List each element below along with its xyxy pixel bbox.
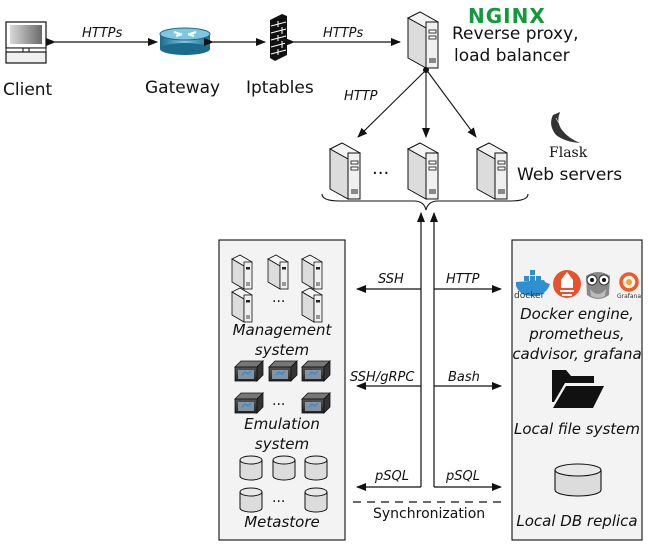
edge-label-http: HTTP (446, 272, 480, 287)
computer-icon (5, 21, 47, 64)
edge-label-synchronization: Synchronization (373, 506, 486, 522)
edge-label-ssh-grpc: SSH/gRPC (350, 370, 415, 385)
edge-label-https-2: HTTPs (323, 26, 364, 41)
metastore-ellipsis: ... (272, 490, 286, 506)
edge-label-https-1: HTTPs (82, 26, 123, 41)
local-fs-label: Local file system (514, 420, 640, 438)
emulation-ellipsis: ... (272, 393, 286, 409)
nginx-logo: NGINX (468, 4, 546, 28)
management-ellipsis: ... (272, 290, 286, 306)
cadvisor-icon (586, 272, 610, 299)
web-server-icon (476, 142, 508, 200)
proxy-server-icon (407, 11, 439, 69)
client-label: Client (3, 80, 53, 100)
management-label-line2: system (254, 341, 310, 359)
docker-logo-text: docker (514, 291, 545, 301)
local-db-label: Local DB replica (516, 512, 638, 530)
edge-label-http-web: HTTP (344, 89, 378, 104)
edge-label-bash: Bash (448, 370, 480, 385)
tools-label-line1: Docker engine, (520, 305, 634, 323)
tools-label-line2: prometheus, (529, 325, 625, 343)
grafana-icon (619, 272, 639, 292)
brace (321, 193, 529, 211)
emulation-label-line1: Emulation (244, 415, 320, 433)
web-servers-label: Web servers (517, 165, 623, 185)
iptables-label: Iptables (246, 78, 314, 98)
emulation-label-line2: system (254, 435, 310, 453)
flask-icon (551, 112, 580, 143)
tools-label-line3: cadvisor, grafana (512, 345, 642, 363)
firewall-icon (270, 14, 287, 61)
management-label-line1: Management (232, 321, 332, 339)
web-server-icon (407, 142, 439, 200)
proxy-web-arrows (357, 71, 477, 138)
edge-label-ssh: SSH (378, 272, 404, 287)
web-servers-ellipsis: ... (372, 158, 390, 179)
prometheus-icon (553, 270, 581, 298)
database-icon (554, 463, 602, 497)
proxy-label-line1: Reverse proxy, (452, 24, 579, 44)
grafana-logo-text: Grafana (617, 293, 642, 300)
docker-icon (516, 270, 550, 296)
metastore-label: Metastore (244, 513, 320, 531)
gateway-label: Gateway (145, 78, 221, 98)
flask-logo-text: Flask (549, 145, 588, 161)
edge-label-psql-right: pSQL (446, 469, 480, 484)
proxy-label-line2: load balancer (454, 46, 570, 66)
folder-icon (552, 370, 604, 408)
backbone-lines (353, 212, 502, 503)
web-server-icon (329, 142, 361, 200)
edge-label-psql-left: pSQL (375, 469, 409, 484)
router-icon (159, 27, 211, 55)
